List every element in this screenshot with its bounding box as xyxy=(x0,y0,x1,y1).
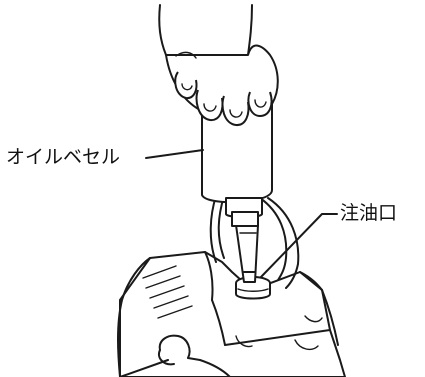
oil-bellows-bottle xyxy=(201,101,273,227)
leader-line-inlet xyxy=(260,213,338,278)
oil-bellows-label: オイルベセル xyxy=(6,146,121,168)
oil-inlet-label: 注油口 xyxy=(340,202,398,224)
hand xyxy=(158,4,279,127)
engine-housing xyxy=(117,251,346,377)
oil-inlet-neck xyxy=(235,276,271,300)
leader-line-bellows xyxy=(145,149,204,159)
bellows-nozzle xyxy=(235,224,259,283)
